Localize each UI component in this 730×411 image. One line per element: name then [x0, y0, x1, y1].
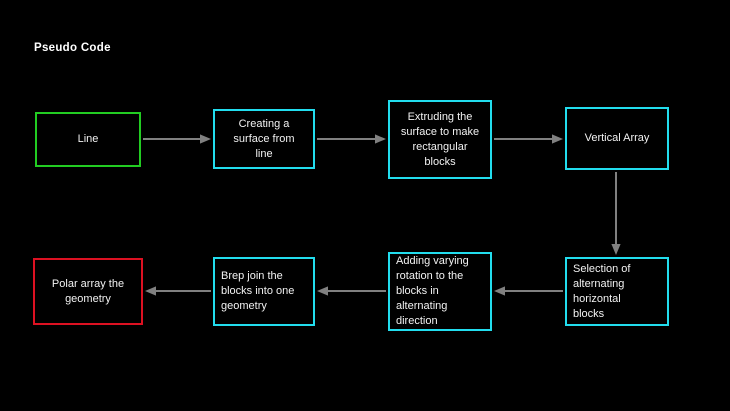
flowchart-node-label: Polar array the geometry: [51, 277, 125, 305]
flowchart-node-create-surface[interactable]: Creating a surface from line: [213, 109, 315, 169]
arrow-vertical-to-selection: [611, 172, 621, 255]
flowchart-node-line[interactable]: Line: [35, 112, 141, 167]
page-title: Pseudo Code: [34, 42, 111, 54]
flowchart-node-label: Vertical Array: [584, 132, 650, 144]
flowchart-node-selection[interactable]: Selection of alternating horizontal bloc…: [565, 257, 669, 326]
arrow-create-to-extrude: [317, 134, 386, 144]
arrow-selection-to-rotation: [494, 286, 563, 296]
flowchart-node-label: Adding varying rotation to the blocks in…: [396, 255, 469, 327]
flowchart-node-label: Creating a surface from line: [233, 117, 295, 160]
flowchart-node-extrude[interactable]: Extruding the surface to make rectangula…: [388, 100, 492, 179]
flowchart-node-brep-join[interactable]: Brep join the blocks into one geometry: [213, 257, 315, 326]
flowchart-node-label: Line: [77, 133, 99, 145]
flowchart-node-rotation[interactable]: Adding varying rotation to the blocks in…: [388, 252, 492, 331]
flowchart-node-label: Selection of alternating horizontal bloc…: [573, 262, 631, 320]
arrow-rotation-to-brep: [317, 286, 386, 296]
arrow-brep-to-polar: [145, 286, 211, 296]
arrow-extrude-to-vertical: [494, 134, 563, 144]
flowchart-node-vertical-array[interactable]: Vertical Array: [565, 107, 669, 170]
arrow-line-to-create: [143, 134, 211, 144]
flowchart-node-label: Brep join the blocks into one geometry: [221, 270, 295, 312]
flowchart-node-polar-array[interactable]: Polar array the geometry: [33, 258, 143, 325]
flowchart-node-label: Extruding the surface to make rectangula…: [400, 110, 480, 168]
